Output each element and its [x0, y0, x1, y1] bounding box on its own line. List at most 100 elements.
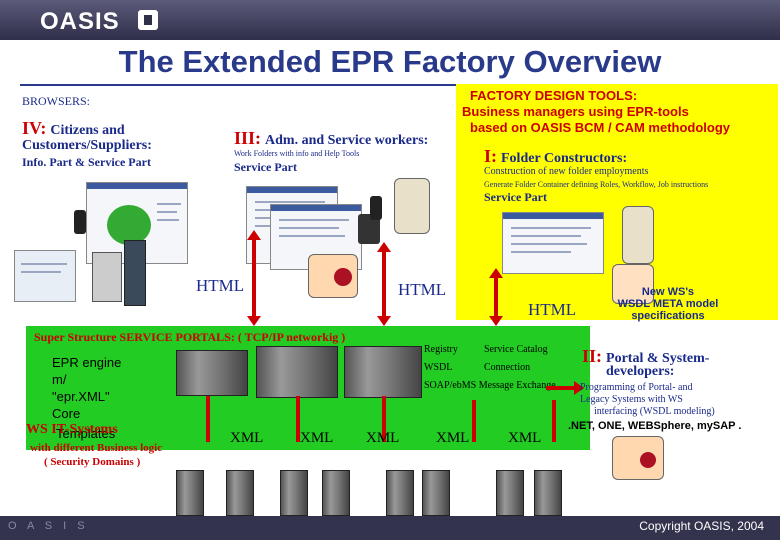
group-iv-subtitle: Info. Part & Service Part — [22, 155, 151, 169]
arrow-right-icon — [574, 381, 584, 395]
group-iv-number: IV: — [22, 118, 47, 138]
group-ii-sub-1: Programming of Portal- and — [580, 382, 693, 393]
group-ii-subtitle: Programming of Portal- and Legacy System… — [580, 382, 715, 418]
html-label-2: HTML — [398, 280, 447, 299]
business-logic-label: with different Business logic — [30, 442, 163, 454]
html-label-3: HTML — [528, 300, 577, 319]
portal-server-1 — [176, 350, 248, 396]
phone-icon — [74, 210, 86, 234]
red-ball-icon — [334, 268, 352, 286]
factory-line-3: based on OASIS BCM / CAM methodology — [470, 120, 731, 135]
kiosk-terminal-icon — [124, 240, 146, 306]
portal-server-3 — [344, 346, 422, 398]
copyright-text: Copyright OASIS, 2004 — [639, 519, 764, 533]
templates-label: Templates — [56, 426, 116, 441]
arrow-up-html1-icon — [247, 230, 261, 240]
arrow-html1 — [252, 240, 256, 316]
title-divider — [20, 84, 760, 86]
group-iii-title: Adm. and Service workers: — [265, 133, 429, 148]
group-i-subtitle-2: Generate Folder Container defining Roles… — [484, 180, 709, 189]
new-ws-line-1: New WS's — [641, 286, 695, 298]
oasis-logo-mark-icon — [138, 10, 158, 30]
group-ii-heading: II: Portal & System- — [582, 346, 709, 367]
mobile-phone-icon — [370, 196, 382, 220]
backend-server-3 — [280, 470, 308, 516]
group-i-subtitle-1: Construction of new folder employments — [484, 166, 649, 177]
group-iii-heading: III: Adm. and Service workers: — [234, 128, 428, 149]
security-domains-label: ( Security Domains ) — [44, 456, 141, 468]
backend-server-8 — [534, 470, 562, 516]
business-manager-person-icon — [622, 206, 654, 264]
factory-line-2: Business managers using EPR-tools — [462, 104, 689, 119]
registry-label: Registry — [424, 344, 458, 355]
arrow-xml-1 — [206, 396, 210, 442]
arrow-up-html3-icon — [489, 268, 503, 278]
group-ii-number: II: — [582, 346, 603, 366]
new-ws-line-3: specifications — [631, 310, 705, 322]
group-i-number: I: — [484, 146, 497, 166]
group-iv-title: Citizens and — [50, 123, 125, 138]
arrow-down-html2-icon — [377, 316, 391, 326]
epr-engine-line-4: Core — [52, 406, 81, 421]
footer-brand: O A S I S — [8, 520, 89, 532]
group-iv-heading: IV: Citizens and — [22, 118, 125, 139]
group-ii-sub-2: Legacy Systems with WS — [580, 394, 683, 405]
epr-engine-line-3: "epr.XML" — [52, 389, 110, 404]
bottom-bar — [0, 516, 780, 540]
arrow-down-html3-icon — [489, 316, 503, 326]
backend-server-7 — [496, 470, 524, 516]
xml-label-5: XML — [508, 430, 542, 446]
desktop-tower-icon — [92, 252, 122, 302]
connection-label: Connection — [484, 362, 531, 373]
soap-label: SOAP/ebMS Message Exchange — [424, 380, 556, 391]
xml-label-2: XML — [300, 430, 334, 446]
group-iv-title-2: Customers/Suppliers: — [22, 138, 152, 153]
top-bar — [0, 0, 780, 40]
group-iii-subtitle: Work Folders with info and Help Tools — [234, 149, 360, 158]
xml-label-4: XML — [436, 430, 470, 446]
portal-heading: Super Structure SERVICE PORTALS: ( TCP/I… — [34, 330, 346, 344]
xml-label-3: XML — [366, 430, 400, 446]
group-iii-service-part: Service Part — [234, 160, 297, 174]
group-i-heading: I: Folder Constructors: — [484, 146, 627, 167]
arrow-xml-2 — [296, 396, 300, 442]
group-i-title: Folder Constructors: — [501, 151, 628, 166]
arrow-html3 — [494, 278, 498, 316]
epr-engine-line-2: m/ — [52, 372, 67, 387]
html-label-1: HTML — [196, 276, 245, 295]
pda-icon — [358, 214, 380, 244]
developer-red-ball-icon — [640, 452, 656, 468]
recycle-graphic-icon — [107, 205, 151, 245]
backend-server-4 — [322, 470, 350, 516]
platforms-label: .NET, ONE, WEBSphere, mySAP . — [568, 420, 742, 432]
group-i-service-part: Service Part — [484, 190, 547, 204]
laptop-icon — [14, 250, 76, 302]
wsdl-label: WSDL — [424, 362, 453, 373]
arrow-xml-3 — [382, 396, 386, 442]
oasis-logo: OASIS — [40, 8, 120, 35]
folder-constructor-screenshot — [502, 212, 604, 274]
arrow-xml-5 — [552, 400, 556, 442]
group-iii-number: III: — [234, 128, 262, 148]
backend-server-5 — [386, 470, 414, 516]
ws-systems-label: WS IT-Systems — [26, 422, 118, 437]
designer-at-desk-icon — [612, 264, 654, 304]
xml-label-1: XML — [230, 430, 264, 446]
group-ii-sub-3: interfacing (WSDL modeling) — [594, 406, 715, 417]
arrow-up-html2-icon — [377, 242, 391, 252]
arrow-to-developers — [546, 386, 576, 390]
backend-server-1 — [176, 470, 204, 516]
new-ws-label: New WS's WSDL META model specifications — [610, 286, 726, 322]
arrow-down-html1-icon — [247, 316, 261, 326]
group-ii-title: Portal & System- — [606, 351, 710, 366]
factory-heading: FACTORY DESIGN TOOLS: — [470, 88, 638, 103]
worker-person-icon — [394, 178, 430, 234]
new-ws-line-2: WSDL META model — [617, 298, 719, 310]
service-catalog-label: Service Catalog — [484, 344, 548, 355]
group-ii-title-2: developers: — [606, 364, 675, 379]
backend-server-2 — [226, 470, 254, 516]
backend-server-6 — [422, 470, 450, 516]
epr-engine-line-1: EPR engine — [52, 355, 122, 370]
epr-engine-label: EPR engine m/ "epr.XML" Core — [52, 354, 121, 422]
page-title: The Extended EPR Factory Overview — [118, 44, 662, 79]
